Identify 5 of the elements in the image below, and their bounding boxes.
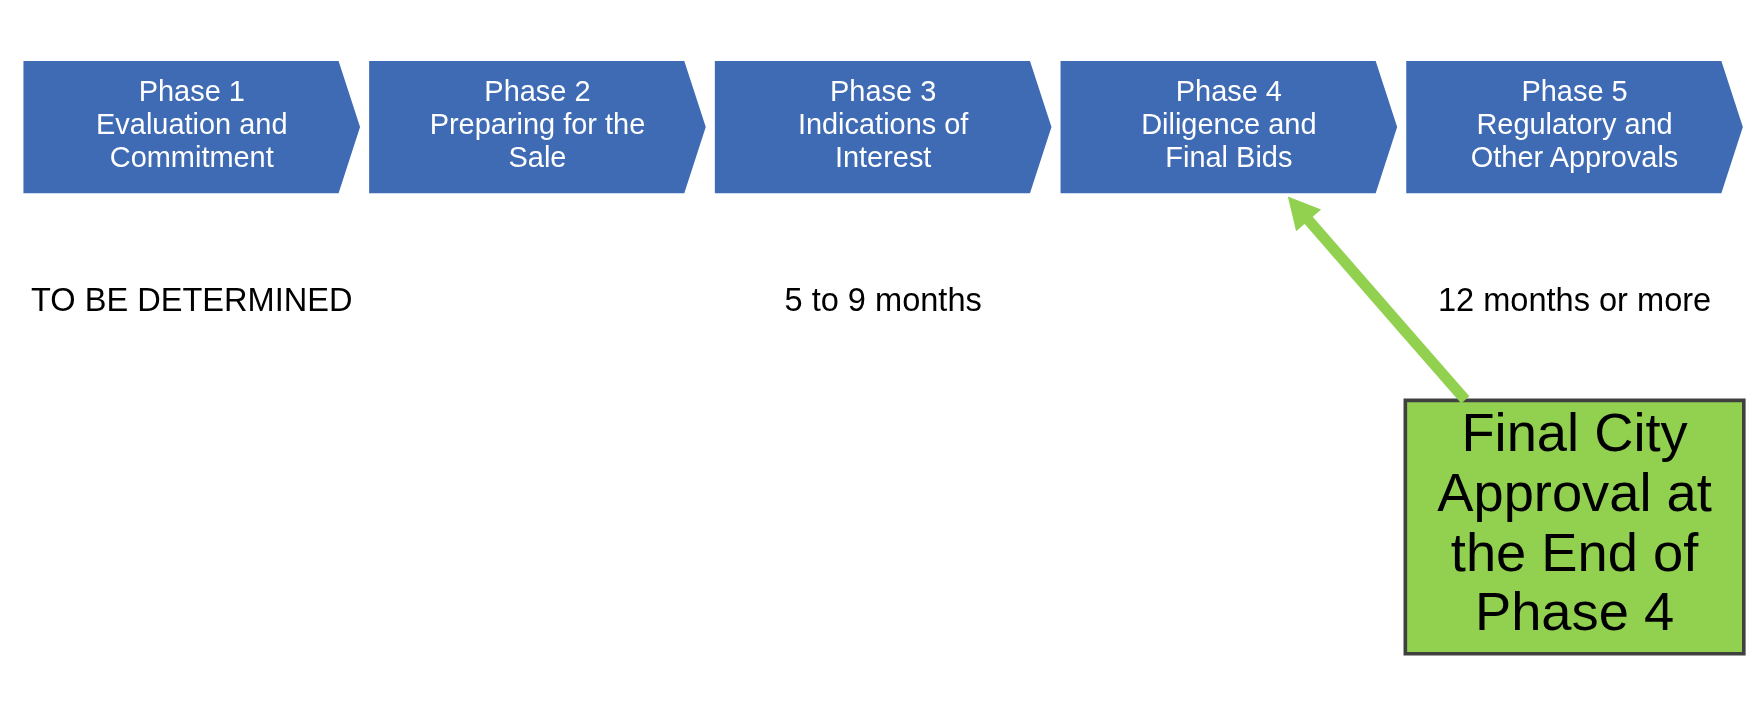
node-box: Final City Approval at the End of Phase 4: [1403, 398, 1746, 656]
arrow: [1287, 196, 1470, 403]
label: 5 to 9 months: [784, 281, 982, 318]
label: 12 months or more: [1437, 281, 1712, 318]
label: TO BE DETERMINED: [31, 281, 353, 318]
